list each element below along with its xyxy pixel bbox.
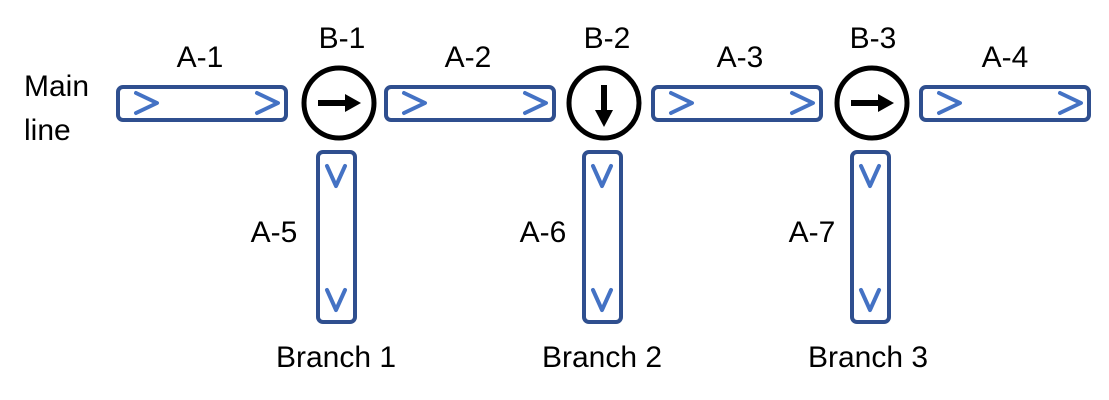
segment-label-a6: A-6 (520, 216, 567, 249)
chevron-right-icon (523, 91, 548, 115)
segment-label-a4: A-4 (982, 41, 1029, 74)
down-arrow-icon (595, 85, 613, 127)
pipe-a4 (919, 85, 1091, 122)
chevron-down-icon (859, 288, 881, 312)
main-line-label-line2: line (24, 114, 71, 147)
chevron-right-icon (669, 91, 694, 115)
junction-label-b3: B-3 (850, 22, 897, 55)
pipe-a6 (582, 150, 623, 324)
segment-label-a7: A-7 (789, 216, 836, 249)
segment-label-a3: A-3 (717, 41, 764, 74)
chevron-down-icon (591, 288, 613, 312)
segment-a4 (919, 85, 1091, 122)
junction-b3 (834, 65, 910, 141)
right-arrow-icon (318, 94, 361, 112)
segment-a2 (384, 85, 556, 122)
junction-b1 (301, 65, 377, 141)
segment-a6 (582, 150, 623, 324)
pipe-a5 (316, 150, 357, 324)
segment-a7 (850, 150, 891, 324)
segment-a1 (116, 85, 288, 122)
chevron-right-icon (790, 91, 815, 115)
chevron-down-icon (591, 164, 613, 188)
chevron-down-icon (859, 164, 881, 188)
segment-label-a2: A-2 (445, 41, 492, 74)
main-line-label-line1: Main (24, 70, 89, 103)
chevron-right-icon (937, 91, 962, 115)
chevron-right-icon (402, 91, 427, 115)
right-arrow-icon (851, 94, 894, 112)
segment-a3 (651, 85, 823, 122)
branch-label-1: Branch 1 (276, 341, 396, 374)
segment-label-a1: A-1 (177, 41, 224, 74)
chevron-right-icon (134, 91, 159, 115)
junction-b2 (566, 65, 642, 141)
chevron-down-icon (325, 288, 347, 312)
chevron-down-icon (325, 164, 347, 188)
pipe-a7 (850, 150, 891, 324)
segment-a5 (316, 150, 357, 324)
pipe-a3 (651, 85, 823, 122)
segment-label-a5: A-5 (251, 216, 298, 249)
pipe-a1 (116, 85, 288, 122)
chevron-right-icon (255, 91, 280, 115)
pipe-a2 (384, 85, 556, 122)
branch-label-2: Branch 2 (542, 341, 662, 374)
junction-label-b2: B-2 (584, 22, 631, 55)
junction-label-b1: B-1 (319, 22, 366, 55)
chevron-right-icon (1058, 91, 1083, 115)
branch-label-3: Branch 3 (808, 341, 928, 374)
